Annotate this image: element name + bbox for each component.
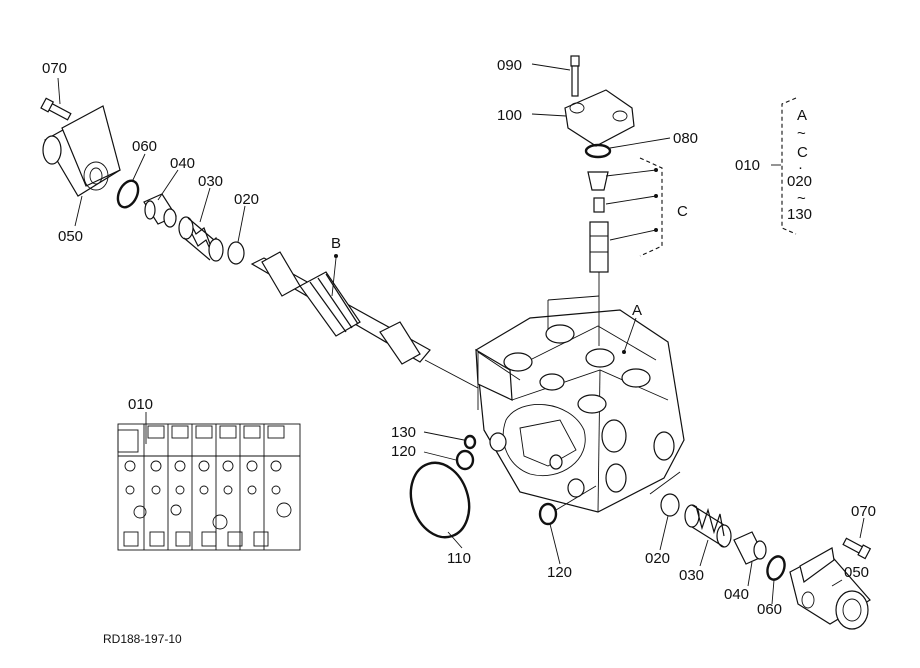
retainer-020-left <box>227 241 245 265</box>
o-ring-060-left <box>116 179 140 209</box>
o-ring-120-bottom <box>538 502 558 526</box>
legend-range-1: ~ <box>797 125 806 142</box>
label-120-left: 120 <box>391 443 416 460</box>
label-030-left: 030 <box>198 173 223 190</box>
label-040-left: 040 <box>170 155 195 172</box>
label-120-bottom: 120 <box>547 564 572 581</box>
o-ring-120-left <box>455 449 475 471</box>
spring-seat-040-left <box>143 193 177 228</box>
label-050-right: 050 <box>844 564 869 581</box>
label-060-right: 060 <box>757 601 782 618</box>
label-010-inset: 010 <box>128 396 153 413</box>
label-050-left: 050 <box>58 228 83 245</box>
legend-range-5: ~ <box>797 190 806 207</box>
label-080: 080 <box>673 130 698 147</box>
legend-main-label: 010 <box>735 157 760 174</box>
label-100: 100 <box>497 107 522 124</box>
spring-030-left <box>178 216 224 262</box>
top-relief-valve <box>564 55 663 296</box>
label-070-right: 070 <box>851 503 876 520</box>
legend-range-2: C <box>797 144 808 161</box>
legend-group: 010 A ~ C · 020 ~ 130 <box>735 97 812 235</box>
legend-range-4: 020 <box>787 173 812 190</box>
spool-B <box>250 251 431 365</box>
label-030-right: 030 <box>679 567 704 584</box>
label-B: B <box>331 235 341 252</box>
legend-range-6: 130 <box>787 206 812 223</box>
label-070-left: 070 <box>42 60 67 77</box>
drawing-ref-code: RD188-197-10 <box>103 632 182 646</box>
label-020-right: 020 <box>645 550 670 567</box>
leader-lines <box>57 63 865 605</box>
label-C: C <box>677 203 688 220</box>
label-130: 130 <box>391 424 416 441</box>
inset-assembly-thumbnail <box>117 412 301 551</box>
label-A: A <box>632 302 642 319</box>
left-end-cap <box>40 97 121 197</box>
o-ring-130 <box>463 434 477 450</box>
legend-range-3: · <box>798 159 803 176</box>
label-110: 110 <box>447 550 471 567</box>
valve-body <box>475 295 685 513</box>
label-040-right: 040 <box>724 586 749 603</box>
label-090: 090 <box>497 57 522 74</box>
right-end-cap <box>649 471 872 630</box>
label-060-left: 060 <box>132 138 157 155</box>
legend-range-0: A <box>797 107 807 124</box>
label-020-left: 020 <box>234 191 259 208</box>
